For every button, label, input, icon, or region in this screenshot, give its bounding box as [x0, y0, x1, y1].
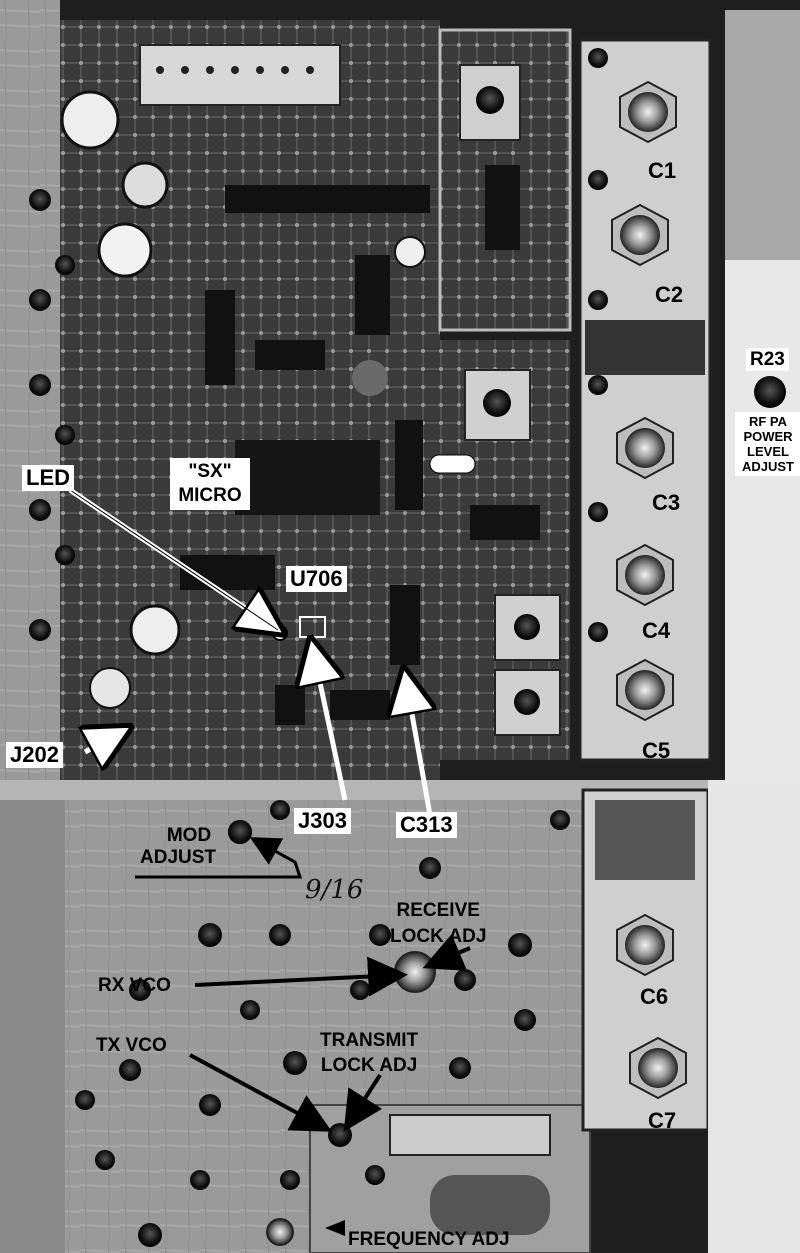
ic-chip	[390, 585, 420, 665]
capacitor	[89, 667, 131, 709]
tx-vco-pointer	[189, 1053, 333, 1132]
rx-vco-pointer	[194, 956, 408, 997]
ic-chip	[275, 685, 305, 725]
receive-lock-adj-label: RECEIVE LOCK ADJ	[390, 898, 486, 950]
trimmer-c5	[616, 658, 674, 722]
trimmer-c6	[616, 913, 674, 977]
rf-pa-power-level-adjust-label: RF PA POWER LEVEL ADJUST	[735, 412, 800, 476]
rf-pa-label-line3: LEVEL	[747, 444, 789, 459]
frequency-adjust	[266, 1218, 294, 1246]
j202-pointer	[85, 730, 125, 752]
tuning-capacitor-panel	[578, 38, 712, 762]
c7-label: C7	[648, 1108, 677, 1133]
ic-chip	[255, 340, 325, 370]
rf-pa-label-line4: ADJUST	[741, 459, 794, 474]
sx-micro-label-line2: MICRO	[178, 485, 242, 506]
handwritten-note: 9/16	[305, 875, 363, 905]
mod-adjust-label: MOD ADJUST	[140, 825, 216, 869]
r23-label: R23	[746, 348, 789, 371]
rx-vco-adjust	[394, 951, 436, 993]
frequency-pointer	[325, 1220, 345, 1236]
c4-label: C4	[642, 618, 671, 643]
c313-pointer	[405, 675, 430, 816]
ic-chip	[330, 690, 390, 720]
j303-label: J303	[294, 808, 351, 834]
connector-header	[139, 44, 341, 106]
capacitor	[97, 222, 153, 278]
connector-strip	[389, 1114, 551, 1156]
trimmer-c2	[611, 203, 669, 267]
capacitor	[121, 161, 169, 209]
j303-pointer	[312, 645, 348, 801]
trimmer-c7	[629, 1036, 687, 1100]
sx-micro-label-line1: "SX"	[188, 461, 232, 482]
sx-micro-label: "SX" MICRO	[170, 458, 250, 510]
rf-pa-label-line1: RF PA	[748, 414, 788, 429]
ic-chip	[395, 420, 423, 510]
ic-chip	[205, 290, 235, 385]
c5-label: C5	[642, 738, 671, 763]
rf-pa-label-line2: POWER	[743, 429, 793, 444]
micro-chip	[235, 440, 380, 515]
logic-board	[60, 20, 440, 780]
receive-lock-adj-label-line1: RECEIVE	[396, 900, 480, 921]
trimmer-c1	[619, 80, 677, 144]
trimmer-c4	[616, 543, 674, 607]
rx-vco-label: RX VCO	[98, 975, 171, 996]
ic-chip	[225, 185, 430, 213]
transmit-lock-adj-label-line1: TRANSMIT	[320, 1030, 419, 1051]
c3-label: C3	[652, 490, 681, 515]
capacitor	[394, 236, 426, 268]
c313-label: C313	[396, 812, 457, 838]
mod-adjust-hole	[228, 820, 252, 844]
capacitor	[60, 90, 120, 150]
frequency-adj-label: FREQUENCY ADJ	[348, 1229, 510, 1250]
ic-chip	[355, 255, 390, 335]
chassis-left-rail	[0, 0, 60, 780]
tx-vco-label: TX VCO	[96, 1035, 167, 1056]
receive-lock-adj-label-line2: LOCK ADJ	[390, 926, 487, 947]
mod-adjust-label-line1: MOD	[166, 825, 212, 846]
capacitor	[129, 604, 181, 656]
transmit-pointer	[343, 1073, 383, 1132]
trimmer-c3	[616, 416, 674, 480]
receive-pointer	[422, 934, 471, 971]
transmit-lock-adj-label: TRANSMIT LOCK ADJ	[320, 1028, 418, 1078]
c6-label: C6	[640, 984, 669, 1009]
mod-adjust-label-line2: ADJUST	[140, 847, 217, 868]
c2-label: C2	[655, 282, 684, 307]
c1-label: C1	[648, 158, 677, 183]
j202-label: J202	[6, 742, 63, 768]
r23-adjust-hole	[754, 376, 786, 408]
led-label: LED	[22, 465, 74, 491]
mod-adjust-pointer	[135, 837, 303, 879]
transmit-lock-adj-label-line2: LOCK ADJ	[320, 1055, 418, 1076]
u706-label: U706	[286, 566, 347, 592]
